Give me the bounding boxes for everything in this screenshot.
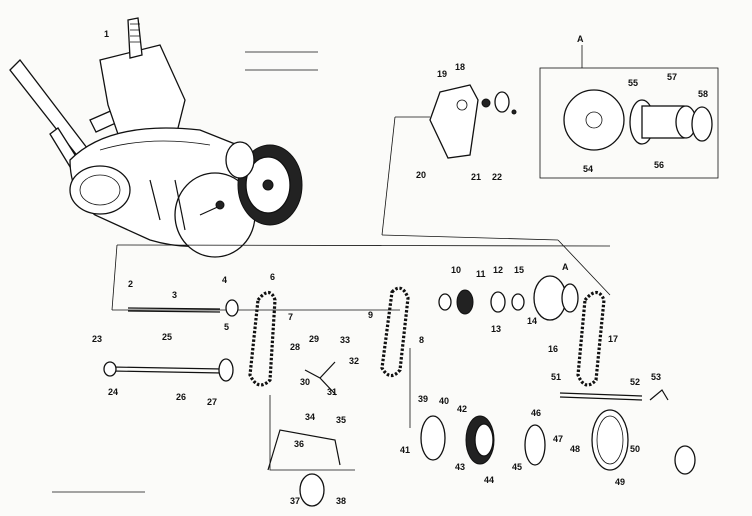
callout-17: 17 xyxy=(608,334,618,344)
callout-22: 22 xyxy=(492,172,502,182)
callout-40: 40 xyxy=(439,396,449,406)
callout-15: 15 xyxy=(514,265,524,275)
callout-19: 19 xyxy=(437,69,447,79)
callout-47: 47 xyxy=(553,434,563,444)
callout-1: 1 xyxy=(104,29,109,39)
callout-4: 4 xyxy=(222,275,227,285)
callout-43: 43 xyxy=(455,462,465,472)
callout-45: 45 xyxy=(512,462,522,472)
callout-20: 20 xyxy=(416,170,426,180)
callout-14: 14 xyxy=(527,316,537,326)
callout-29: 29 xyxy=(309,334,319,344)
callout-55: 55 xyxy=(628,78,638,88)
callout-11: 11 xyxy=(476,269,486,279)
callout-35: 35 xyxy=(336,415,346,425)
callout-9: 9 xyxy=(368,310,373,320)
callout-18: 18 xyxy=(455,62,465,72)
bracket-assembly xyxy=(429,84,517,159)
callout-56: 56 xyxy=(654,160,664,170)
snow-thrower-assembly xyxy=(9,17,303,258)
callout-37: 37 xyxy=(290,496,300,506)
callout-16: 16 xyxy=(548,344,558,354)
callout-8: 8 xyxy=(419,335,424,345)
callout-50: 50 xyxy=(630,444,640,454)
callout-27: 27 xyxy=(207,397,217,407)
callout-a-mid: A xyxy=(562,262,569,272)
callout-57: 57 xyxy=(667,72,677,82)
callout-23: 23 xyxy=(92,334,102,344)
callout-24: 24 xyxy=(108,387,118,397)
callout-34: 34 xyxy=(305,412,315,422)
callout-28: 28 xyxy=(290,342,300,352)
callout-38: 38 xyxy=(336,496,346,506)
callout-51: 51 xyxy=(551,372,561,382)
callout-42: 42 xyxy=(457,404,467,414)
callout-33: 33 xyxy=(340,335,350,345)
callout-5: 5 xyxy=(224,322,229,332)
callout-54: 54 xyxy=(583,164,593,174)
callout-10: 10 xyxy=(451,265,461,275)
callout-26: 26 xyxy=(176,392,186,402)
callout-6: 6 xyxy=(270,272,275,282)
callout-a-top: A xyxy=(577,34,584,44)
callout-41: 41 xyxy=(400,445,410,455)
callout-36: 36 xyxy=(294,439,304,449)
callout-46: 46 xyxy=(531,408,541,418)
callout-31: 31 xyxy=(327,387,337,397)
callout-21: 21 xyxy=(471,172,481,182)
callout-13: 13 xyxy=(491,324,501,334)
callout-2: 2 xyxy=(128,279,133,289)
inset-box-a xyxy=(539,45,719,179)
callout-32: 32 xyxy=(349,356,359,366)
callout-30: 30 xyxy=(300,377,310,387)
callout-39: 39 xyxy=(418,394,428,404)
callout-48: 48 xyxy=(570,444,580,454)
callout-3: 3 xyxy=(172,290,177,300)
callout-7: 7 xyxy=(288,312,293,322)
callout-53: 53 xyxy=(651,372,661,382)
callout-44: 44 xyxy=(484,475,494,485)
callout-52: 52 xyxy=(630,377,640,387)
callout-12: 12 xyxy=(493,265,503,275)
callout-49: 49 xyxy=(615,477,625,487)
callout-25: 25 xyxy=(162,332,172,342)
callout-58: 58 xyxy=(698,89,708,99)
